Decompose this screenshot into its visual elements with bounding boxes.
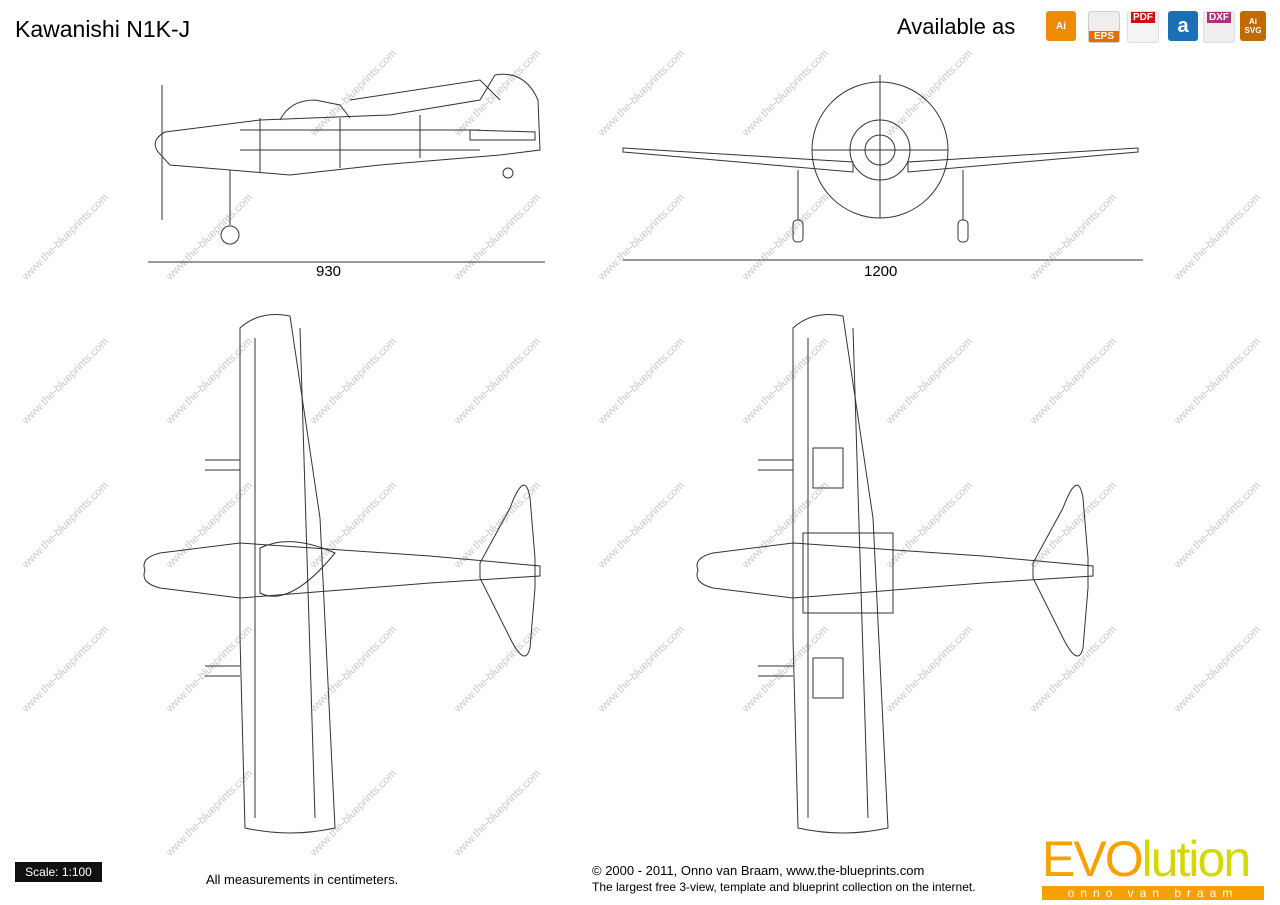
front-view-dimension: 1200 [864,263,898,280]
logo-text-lution: lution [1141,831,1252,887]
ai-format-icon[interactable]: Ai [1046,11,1076,41]
copyright-block: © 2000 - 2011, Onno van Braam, www.the-b… [592,863,976,895]
watermark-text: www.the-blueprints.com [20,623,112,715]
eps-format-icon[interactable]: EPS [1089,31,1119,42]
watermark-text: www.the-blueprints.com [596,479,688,571]
tagline-text: The largest free 3-view, template and bl… [592,880,976,894]
scale-badge: Scale: 1:100 [15,862,102,882]
a-format-icon[interactable]: a [1168,11,1198,41]
watermark-text: www.the-blueprints.com [20,335,112,427]
front-view-drawing [622,75,1143,261]
watermark-text: www.the-blueprints.com [596,623,688,715]
watermark-text: www.the-blueprints.com [20,479,112,571]
watermark-text: www.the-blueprints.com [1172,623,1264,715]
measurements-note: All measurements in centimeters. [206,872,399,887]
watermark-text: www.the-blueprints.com [1172,191,1264,283]
pdf-format-icon[interactable]: PDF [1131,12,1155,23]
side-view-drawing [148,73,545,263]
top-view-drawing [143,314,541,834]
side-view-dimension: 930 [316,263,342,280]
page-title: Kawanishi N1K-J [15,16,191,42]
watermark-text: www.the-blueprints.com [1172,335,1264,427]
logo-text-evo: EVO [1042,831,1144,887]
dxf-format-icon[interactable]: DXF [1207,12,1231,23]
evolution-logo: EVOlution onno van braam [1042,832,1264,900]
watermark-text: www.the-blueprints.com [1172,479,1264,571]
available-as-label: Available as [897,14,1016,39]
svg-format-icon[interactable]: Ai SVG [1240,11,1266,41]
bottom-view-drawing [696,314,1094,834]
logo-subtitle: onno van braam [1042,886,1264,900]
copyright-text: © 2000 - 2011, Onno van Braam, www.the-b… [592,863,925,878]
watermark-text: www.the-blueprints.com [20,191,112,283]
watermark-text: www.the-blueprints.com [596,335,688,427]
